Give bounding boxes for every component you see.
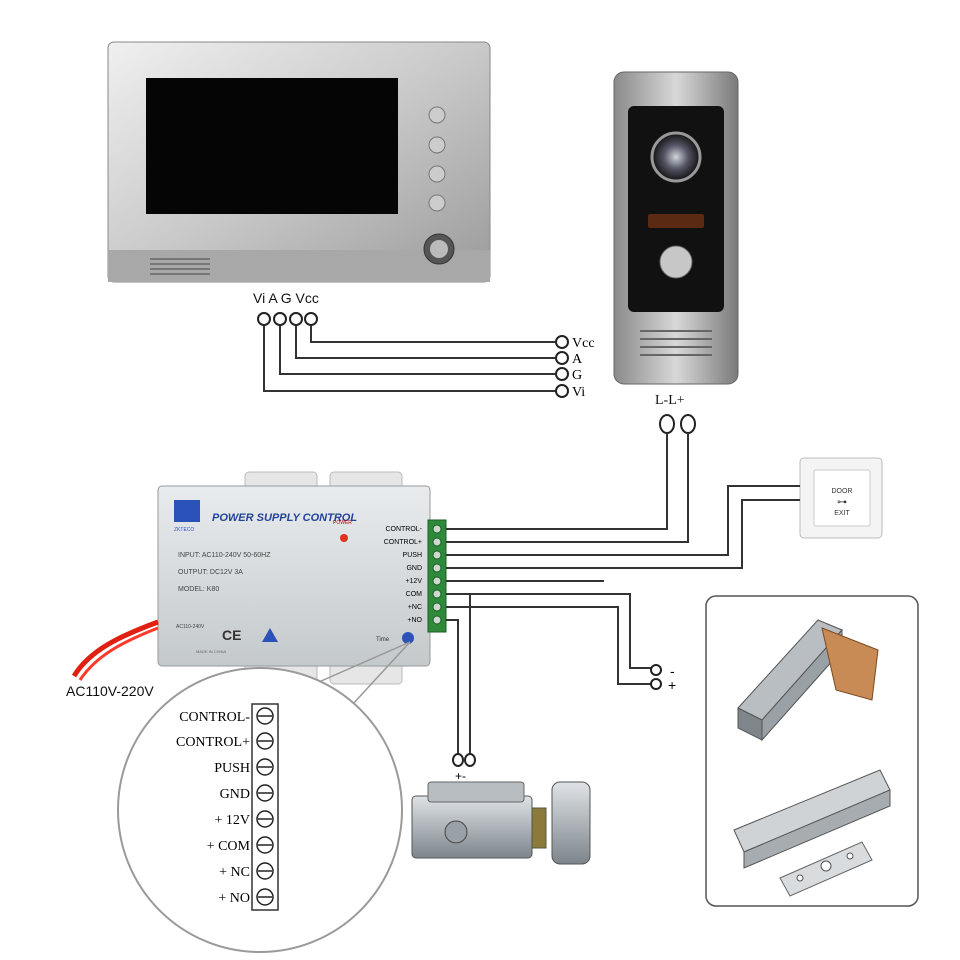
ps-terminal-control-plus: CONTROL+ — [384, 539, 422, 546]
electric-lock-terminal-label: +- — [455, 769, 466, 783]
zoom-terminal-gnd: GND — [220, 787, 250, 802]
camera-lens — [650, 131, 702, 183]
zoom-terminal-no: + NO — [218, 891, 250, 906]
camera-lock-terminals — [659, 414, 696, 434]
camera-terminal-a: A — [572, 352, 583, 367]
lock-options-panel — [705, 595, 919, 907]
camera-terminals — [555, 335, 569, 398]
zoom-terminal-control-plus: CONTROL+ — [176, 735, 250, 750]
maglock-terminal-posts — [650, 664, 662, 690]
warning-triangle-icon — [262, 628, 278, 642]
ps-terminal-nc: +NC — [408, 604, 422, 611]
camera-ir-window — [648, 214, 704, 228]
ps-terminal-screws — [432, 524, 442, 625]
lock-cylinder — [444, 820, 468, 844]
monitor-speaker-grille — [150, 258, 210, 275]
exit-button-line2: EXIT — [834, 510, 850, 517]
ps-spec-output: OUTPUT: DC12V 3A — [178, 569, 243, 576]
ps-terminal-block — [427, 519, 447, 633]
ps-time-label: Time — [376, 637, 390, 643]
ps-title: POWER SUPPLY CONTROL — [212, 512, 357, 524]
zoom-terminal-12v: + 12V — [214, 813, 250, 828]
monitor-screen — [146, 78, 398, 214]
monitor-terminal-labels: Vi A G Vcc — [253, 290, 319, 306]
ps-ac-label: AC110-240V — [176, 624, 205, 630]
terminal-zoom-callout: CONTROL- CONTROL+ PUSH GND + 12V + COM +… — [117, 641, 411, 953]
electric-rim-lock — [411, 781, 591, 865]
zoom-terminal-control-minus: CONTROL- — [179, 710, 250, 725]
ps-terminal-no: +NO — [407, 617, 422, 624]
ps-power-led — [340, 534, 348, 542]
zoom-terminal-nc: + NC — [219, 865, 250, 880]
camera-speaker-grille — [640, 330, 712, 356]
lock-keeper — [551, 781, 591, 865]
ps-terminal-12v: +12V — [405, 578, 422, 585]
exit-button: DOOR ⊶ EXIT — [799, 457, 883, 539]
monitor-camera-wires: Vcc A G Vi — [257, 312, 595, 400]
ps-brand: ZKTECO — [174, 527, 194, 533]
maglock-terminal-plus: + — [668, 677, 676, 693]
electric-bolt-lock — [733, 769, 891, 897]
monitor-terminals — [257, 312, 318, 326]
maglock-terminal-minus: - — [670, 663, 675, 679]
camera-terminal-vi: Vi — [572, 385, 585, 400]
zoom-terminal-com: + COM — [207, 839, 251, 854]
ac-power-cable: AC110V-220V — [66, 619, 159, 699]
key-icon: ⊶ — [837, 497, 847, 508]
camera-call-button — [659, 245, 693, 279]
camera-terminal-g: G — [572, 368, 582, 383]
camera-lock-terminal-label: L-L+ — [655, 393, 685, 408]
ps-terminal-gnd: GND — [406, 565, 422, 572]
magnetic-lock — [737, 619, 879, 742]
monitor-buttons — [423, 106, 455, 265]
electric-lock-terminal-posts — [452, 753, 476, 767]
zoom-terminal-screws — [256, 707, 274, 906]
camera-terminal-vcc: Vcc — [572, 336, 595, 351]
ps-terminal-com: COM — [406, 591, 423, 598]
ps-power-label: POWER — [333, 520, 352, 526]
ps-made-in: MADE IN CHINA — [196, 649, 227, 654]
exit-button-line1: DOOR — [832, 488, 853, 495]
ps-spec-input: INPUT: AC110-240V 50-60HZ — [178, 552, 271, 559]
ps-terminal-control-minus: CONTROL- — [385, 526, 422, 533]
ps-time-knob — [402, 632, 414, 644]
ce-mark-icon: CE — [222, 627, 241, 643]
ps-spec-model: MODEL: K80 — [178, 586, 219, 593]
ps-terminal-push: PUSH — [403, 552, 422, 559]
ac-cable-label: AC110V-220V — [66, 683, 154, 699]
outdoor-camera: L-L+ — [613, 71, 739, 408]
zoom-terminal-push: PUSH — [214, 761, 250, 776]
power-supply-wires: - + +- — [446, 433, 800, 783]
power-supply-unit: ZKTECO POWER SUPPLY CONTROL POWER INPUT:… — [157, 471, 447, 685]
indoor-monitor: Vi A G Vcc — [107, 41, 491, 306]
